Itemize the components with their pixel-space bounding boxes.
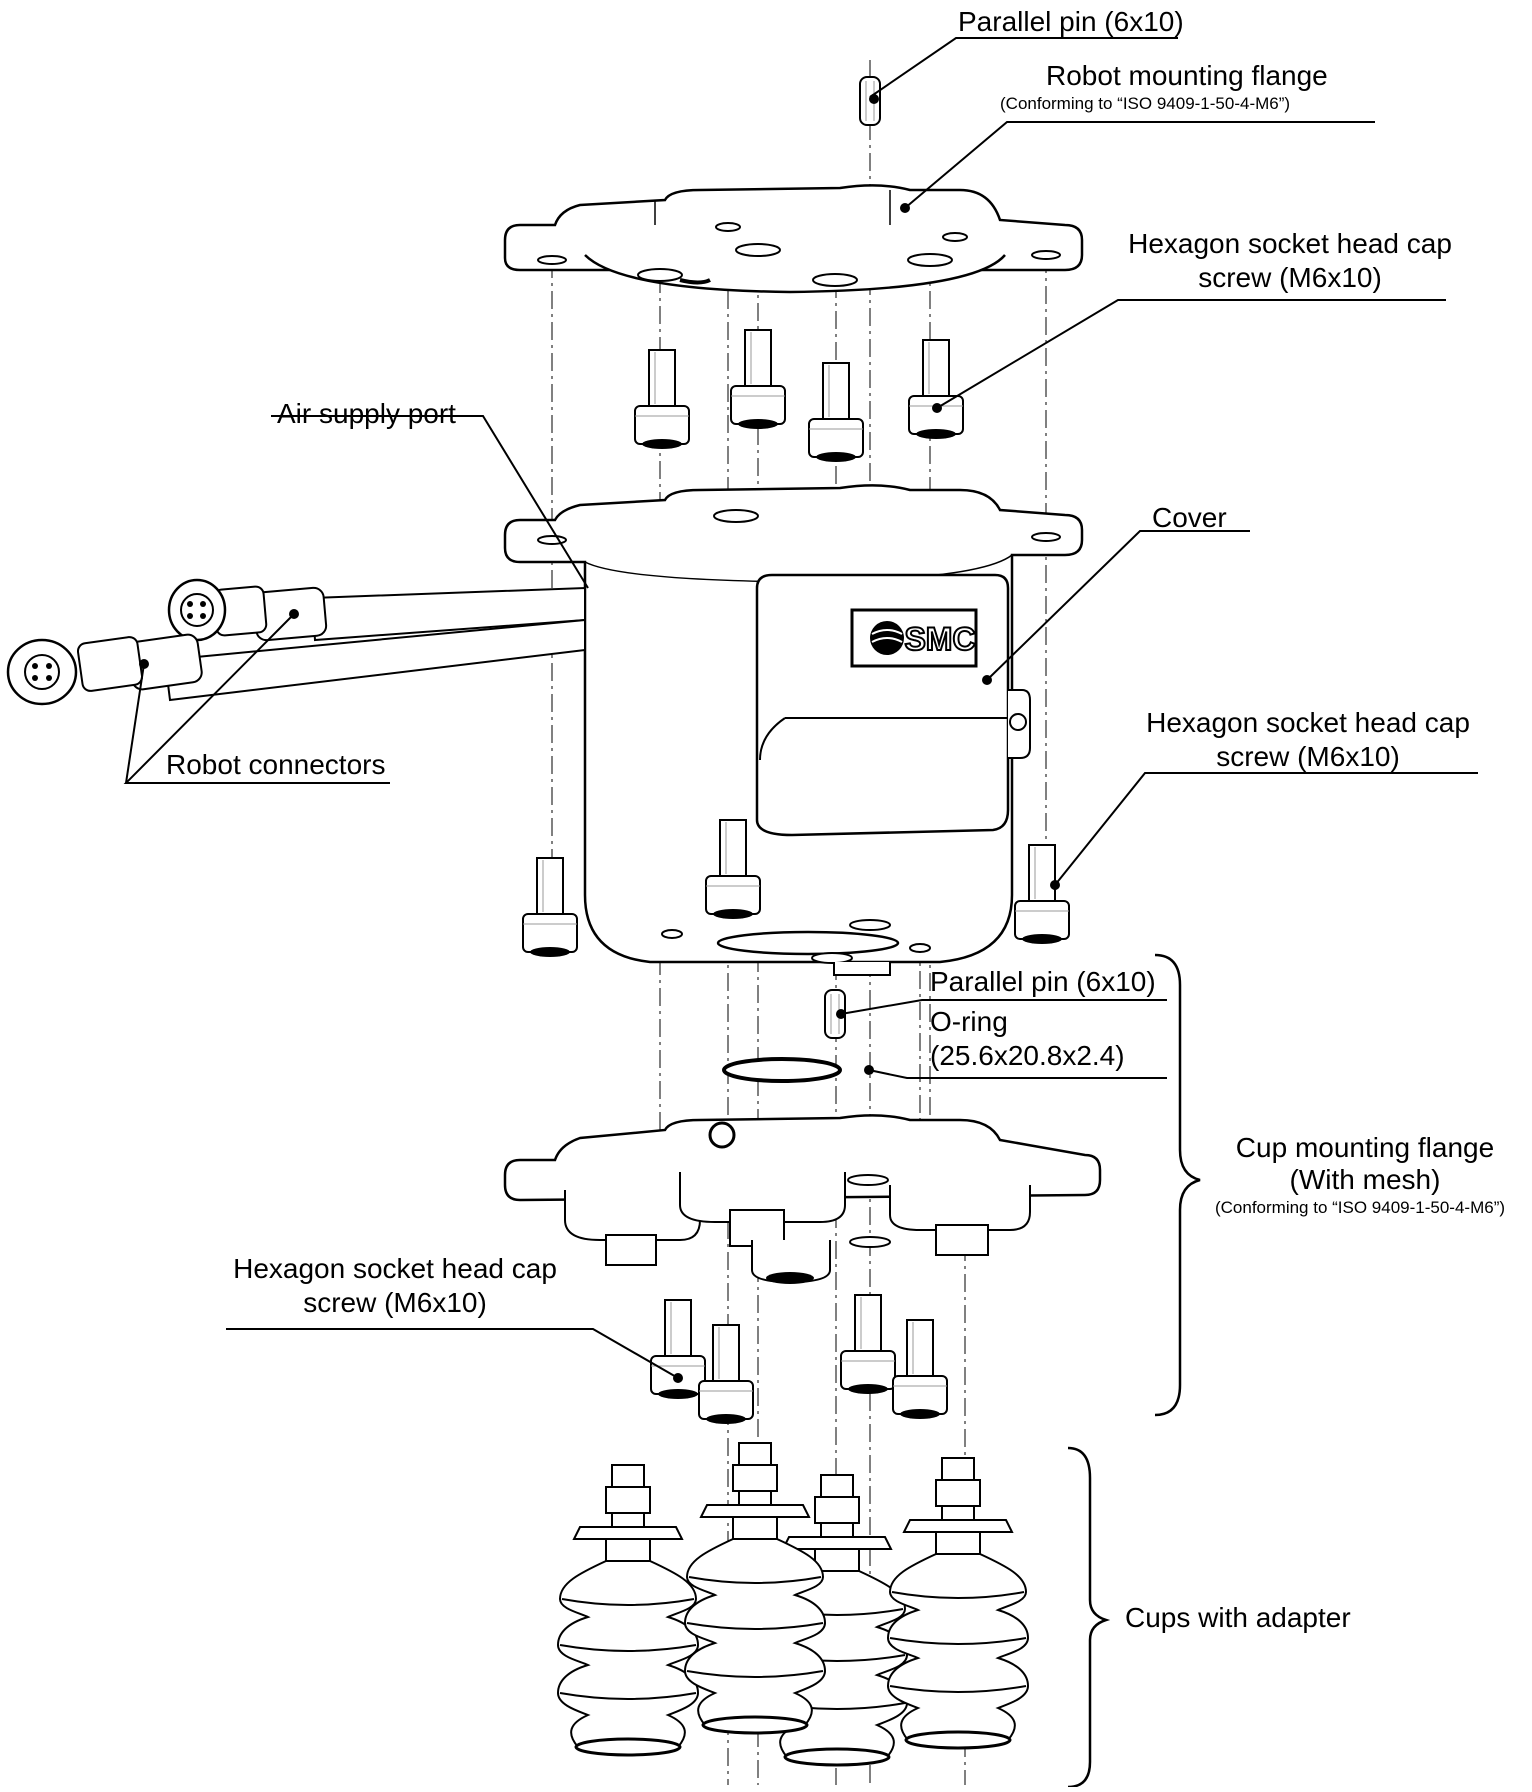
label-parallel-pin-lower: Parallel pin (6x10) (930, 966, 1156, 997)
cover: SMC (755, 573, 1031, 837)
braces (1067, 953, 1201, 1789)
label-o-ring-size: (25.6x20.8x2.4) (930, 1040, 1125, 1071)
screw-top-1 (634, 349, 690, 450)
robot-connector-cables (6, 578, 586, 706)
screw-low-4 (892, 1319, 948, 1420)
screw-low-1 (650, 1299, 706, 1400)
robot-mounting-flange (503, 184, 1084, 294)
o-ring (722, 1057, 842, 1083)
screw-top-3 (808, 362, 864, 463)
screw-low-2 (698, 1324, 754, 1425)
label-air-supply-port: Air supply port (277, 398, 456, 429)
leader-dots (139, 94, 1060, 1383)
screw-top-4 (908, 339, 964, 440)
screw-top-2 (730, 329, 786, 430)
label-screw-mid-line1: Hexagon socket head cap (1146, 707, 1470, 738)
cup-2 (683, 1441, 827, 1735)
leader-lines (123, 37, 1478, 1379)
cup-4 (886, 1456, 1030, 1750)
label-robot-connectors: Robot connectors (166, 749, 386, 780)
label-screw-top-line1: Hexagon socket head cap (1128, 228, 1452, 259)
cup-1 (556, 1463, 700, 1757)
screw-mid-2 (522, 857, 578, 958)
cup-mounting-flange (503, 1114, 1102, 1284)
label-screw-low-line2: screw (M6x10) (303, 1287, 487, 1318)
label-screw-top-line2: screw (M6x10) (1198, 262, 1382, 293)
label-parallel-pin-top: Parallel pin (6x10) (958, 6, 1184, 37)
label-cup-flange-note: (Conforming to “ISO 9409-1-50-4-M6”) (1214, 1198, 1506, 1217)
label-cup-mounting-flange: Cup mounting flange (1235, 1132, 1495, 1163)
label-robot-flange-note: (Conforming to “ISO 9409-1-50-4-M6”) (1000, 94, 1291, 113)
label-screw-mid-line2: screw (M6x10) (1216, 741, 1400, 772)
screw-mid-3 (1014, 844, 1070, 945)
label-cups-with-adapter: Cups with adapter (1125, 1602, 1351, 1633)
screw-low-3 (840, 1294, 896, 1395)
label-o-ring: O-ring (930, 1006, 1008, 1037)
smc-logo: SMC (904, 621, 975, 657)
label-robot-mounting-flange: Robot mounting flange (1046, 60, 1328, 91)
label-cover: Cover (1152, 502, 1227, 533)
label-cup-flange-mesh: (With mesh) (1289, 1164, 1441, 1195)
label-screw-low-line1: Hexagon socket head cap (233, 1253, 557, 1284)
